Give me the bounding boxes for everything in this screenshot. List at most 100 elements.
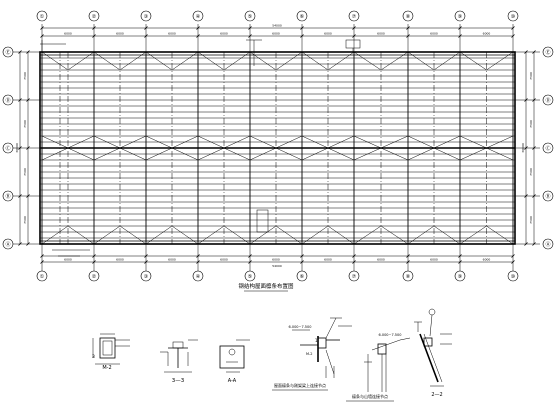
axis-bubble-label: Ⓔ [545,49,550,56]
dim-tick [18,242,22,246]
dim-tick [524,98,528,102]
dim-tick [352,34,356,38]
roof-outline [39,51,516,245]
brace-line [407,147,435,161]
dim-tick [406,34,410,38]
axis-left-1: Ⓔ [2,46,14,58]
axis-left-3: Ⓒ [2,142,14,154]
axis-bottom-7: ⑦ [348,270,360,282]
brace-line [145,135,173,149]
dim-tick [300,26,304,30]
brace-line [301,51,329,71]
dim-tick [532,194,536,198]
axis-bubble-circle [2,94,14,106]
axis-bubble-circle [507,270,519,282]
bay-dim-bottom: 6000 [168,258,176,262]
axis-bottom-1: ① [36,270,48,282]
brace-line [353,135,382,149]
brace-line [93,225,121,245]
dim-tick [352,26,356,30]
span-dim: 7500 [529,216,533,224]
brace-line [407,135,435,149]
axis-bubble-label: ② [92,14,97,20]
brace-line [223,135,251,149]
axis-top-2: ② [88,10,100,22]
brace-line [353,225,382,245]
axis-left-4: Ⓑ [2,190,14,202]
dim-tick [26,242,30,246]
brace-line [223,225,251,245]
span-dim: 7500 [529,72,533,80]
axis-bubble-label: ⑥ [300,14,305,20]
dim-tick [524,146,528,150]
dim-tick [511,26,515,30]
dim-tick [458,254,462,258]
dim-tick [92,254,96,258]
axis-bottom-4: ④ [192,270,204,282]
bay-dim-top: 6000 [377,32,385,36]
dim-tick [144,34,148,38]
brace-line [223,51,251,71]
dim-tick [524,194,528,198]
span-dim: 7500 [23,168,27,176]
axis-bubble-circle [88,270,100,282]
axis-bubble-label: ⑩ [511,14,516,20]
brace-line [197,225,225,245]
axis-bubble-circle [454,10,466,22]
axis-bubble-label: ⑧ [406,274,411,280]
brace-line [197,135,225,149]
brace-line [433,147,461,161]
detail-wall-node: 6.000~7.500 檩条与山墙连接节点 [346,333,411,402]
brace-line [380,147,409,161]
ridge-mark-1: 1 [315,338,318,343]
brace-line [380,225,409,245]
axis-bottom-2: ② [88,270,100,282]
brace-line [327,135,355,149]
brace-line [67,135,95,149]
brace-line [145,51,173,71]
brace-line [327,51,355,71]
dimension-lines: 6000600060006000600060006000600060006000… [15,24,536,268]
bay-dim-bottom: 6000 [377,258,385,262]
dim-tick [248,34,252,38]
brace-line [327,147,355,161]
brace-line [249,135,277,149]
axis-bubble-circle [192,270,204,282]
dim-tick [26,98,30,102]
brace-line [275,51,303,71]
bay-dim-top: 6000 [116,32,124,36]
dim-tick [532,50,536,54]
brace-line [119,135,147,149]
bay-dim-bottom: 6000 [324,258,332,262]
total-dim-top: 54000 [272,24,282,28]
dim-tick [40,254,44,258]
dim-tick [532,98,536,102]
dim-tick [458,260,462,264]
dim-tick [300,34,304,38]
axis-top-8: ⑧ [402,10,414,22]
dim-tick [18,146,22,150]
brace-line [41,225,69,245]
section-3-3-label: 3—3 [172,378,185,384]
brace-line [275,147,303,161]
wall-elev-label: 6.000~7.500 [379,333,402,337]
total-dim-bottom: 54000 [272,264,282,268]
span-dim: 7500 [529,120,533,128]
brace-line [171,147,199,161]
brace-line [197,147,225,161]
dim-tick [248,26,252,30]
axis-bubble-circle [2,238,14,250]
axis-top-1: ① [36,10,48,22]
brace-line [67,147,95,161]
brace-line [301,147,329,161]
axis-bubble-label: Ⓑ [5,193,10,200]
axis-bubble-label: ① [40,274,45,280]
axis-bottom-9: ⑨ [454,270,466,282]
span-dim: 7500 [23,216,27,224]
bay-dim-bottom: 6000 [64,258,72,262]
axis-bubble-circle [36,270,48,282]
brace-line [433,51,461,71]
axis-bubble-label: ⑨ [458,274,462,280]
axis-bubble-label: ⑤ [248,14,252,20]
